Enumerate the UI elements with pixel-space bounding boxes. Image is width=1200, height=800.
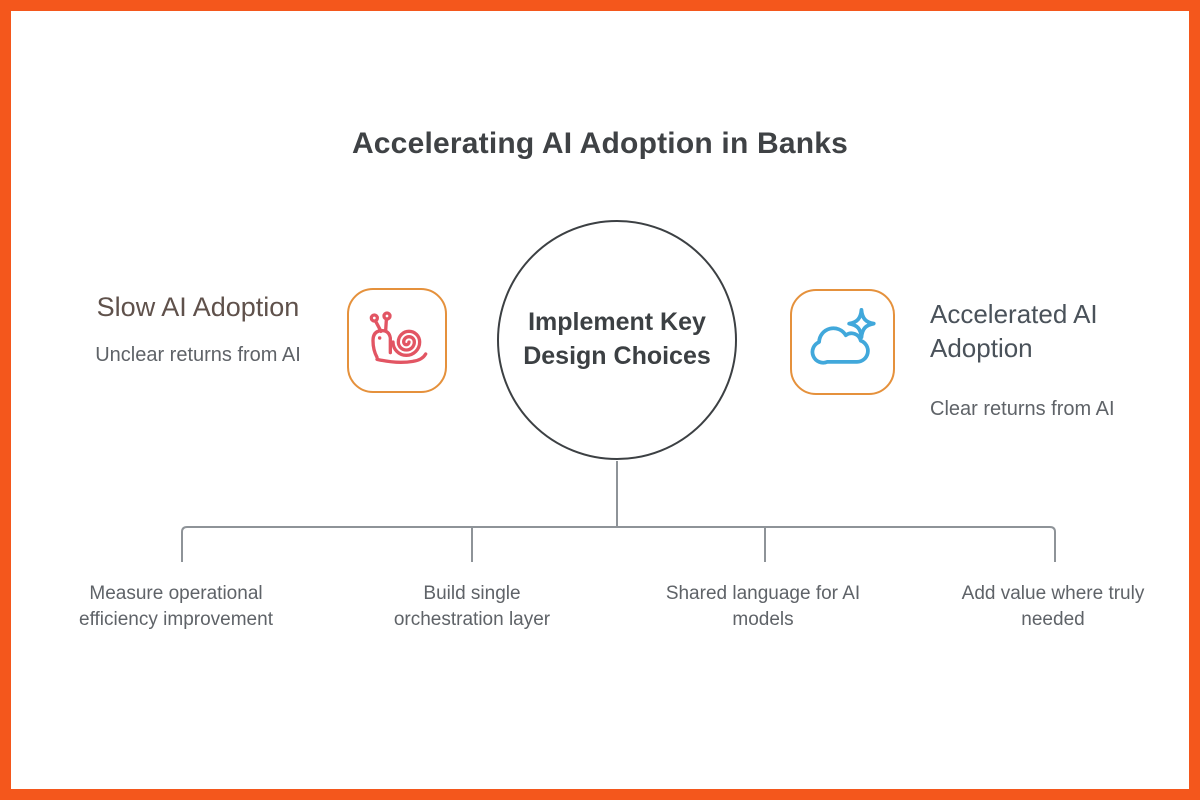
accelerated-adoption-heading: Accelerated AI Adoption — [930, 299, 1098, 363]
branch-label-shared-language: Shared language for AI models — [665, 583, 861, 630]
branch-label-add-value: Add value where truly needed — [961, 583, 1145, 630]
accelerated-adoption-subtitle: Clear returns from AI — [930, 398, 1115, 420]
slow-adoption-icon-tile — [347, 288, 447, 393]
branch-rail — [181, 526, 1056, 562]
connector-lines — [181, 461, 1056, 562]
slow-adoption-subtitle: Unclear returns from AI — [95, 344, 301, 366]
page-title: Accelerating AI Adoption in Banks — [351, 127, 849, 160]
center-node-label: Implement Key Design Choices — [523, 308, 711, 370]
center-node: Implement Key Design Choices — [497, 220, 737, 460]
snail-icon — [357, 298, 437, 383]
cloud-sparkle-icon — [802, 299, 884, 386]
slow-adoption-heading: Slow AI Adoption — [96, 292, 300, 322]
branch-label-measure-efficiency: Measure operational efficiency improveme… — [79, 583, 273, 630]
accelerated-adoption-icon-tile — [790, 289, 895, 395]
branch-label-orchestration-layer: Build single orchestration layer — [393, 583, 551, 630]
